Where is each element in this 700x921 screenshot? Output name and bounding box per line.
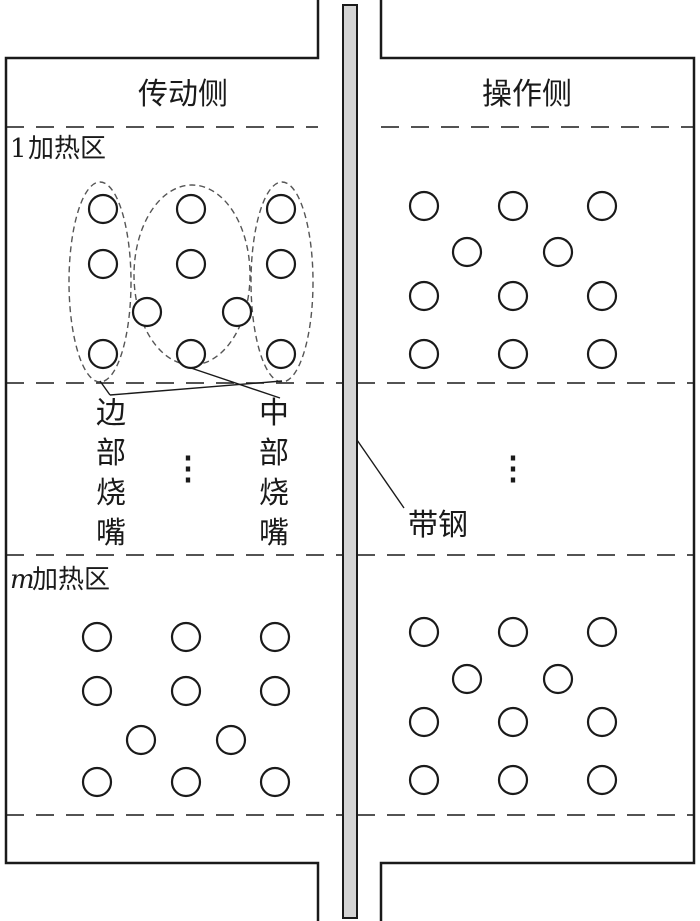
burner	[497, 190, 529, 222]
burner	[408, 190, 440, 222]
burner	[542, 236, 574, 268]
strip-label: 带钢	[408, 508, 468, 543]
burner	[586, 190, 618, 222]
edge-burner-char: 边	[96, 396, 126, 431]
mid-burner-group	[133, 184, 251, 366]
burner	[586, 706, 618, 738]
right-chamber-outline	[379, 0, 696, 921]
zonem-label: 加热区	[32, 565, 110, 595]
burner	[408, 764, 440, 796]
zone1-label: 加热区	[28, 134, 106, 164]
zonem-number: m	[10, 565, 35, 595]
burner	[131, 296, 163, 328]
burner	[87, 338, 119, 370]
edge-burner-char: 嘴	[96, 516, 126, 551]
burner	[408, 338, 440, 370]
burner	[87, 193, 119, 225]
left-side-label: 传动侧	[138, 77, 228, 112]
burner-group-outlines	[68, 181, 314, 383]
zone1-left-burners	[87, 193, 297, 370]
burner	[265, 248, 297, 280]
leader-strip	[356, 439, 405, 509]
burner	[408, 280, 440, 312]
burner	[81, 675, 113, 707]
burner	[497, 616, 529, 648]
burner	[542, 663, 574, 695]
burner	[408, 706, 440, 738]
leader-edge-right	[109, 380, 283, 396]
mid-burner-char: 部	[259, 436, 289, 471]
burner	[81, 621, 113, 653]
burner	[497, 706, 529, 738]
burner	[81, 766, 113, 798]
strip-steel-bar	[342, 4, 358, 919]
burner	[265, 193, 297, 225]
leader-edge-left	[99, 380, 111, 396]
mid-burner-label: 中 部 烧 嘴	[259, 396, 289, 551]
burner	[175, 248, 207, 280]
burner	[451, 663, 483, 695]
leader-mid	[184, 365, 281, 399]
leader-lines	[99, 365, 405, 509]
burner	[497, 764, 529, 796]
burner	[125, 724, 157, 756]
burner	[586, 338, 618, 370]
burner	[87, 248, 119, 280]
burner	[259, 675, 291, 707]
edge-burner-char: 烧	[96, 476, 126, 511]
burner	[259, 621, 291, 653]
zone1-number: 1	[10, 134, 27, 164]
zonem-left-burners	[81, 621, 291, 798]
burner	[265, 338, 297, 370]
edge-burner-char: 部	[96, 436, 126, 471]
burner	[586, 280, 618, 312]
edge-burner-label: 边 部 烧 嘴	[96, 396, 126, 551]
mid-burner-char: 烧	[259, 476, 289, 511]
burner	[221, 296, 253, 328]
burner	[215, 724, 247, 756]
burner	[259, 766, 291, 798]
burner	[586, 764, 618, 796]
burner	[175, 193, 207, 225]
edge-burner-group-left	[68, 181, 132, 383]
zonem-right-burners	[408, 616, 618, 796]
burner	[170, 675, 202, 707]
mid-burner-char: 中	[259, 396, 289, 431]
burner	[170, 621, 202, 653]
right-side-label: 操作侧	[482, 77, 572, 112]
burner	[170, 766, 202, 798]
mid-burner-char: 嘴	[259, 516, 289, 551]
zone-dividers	[6, 126, 694, 816]
burner	[408, 616, 440, 648]
burner	[175, 338, 207, 370]
burner	[497, 338, 529, 370]
burner	[451, 236, 483, 268]
zone1-right-burners	[408, 190, 618, 370]
burner	[497, 280, 529, 312]
ellipsis-right: ⋮	[497, 449, 529, 487]
burner	[586, 616, 618, 648]
left-chamber-outline	[4, 0, 320, 921]
edge-burner-group-right	[250, 181, 314, 383]
ellipsis-left: ⋮	[172, 449, 204, 487]
